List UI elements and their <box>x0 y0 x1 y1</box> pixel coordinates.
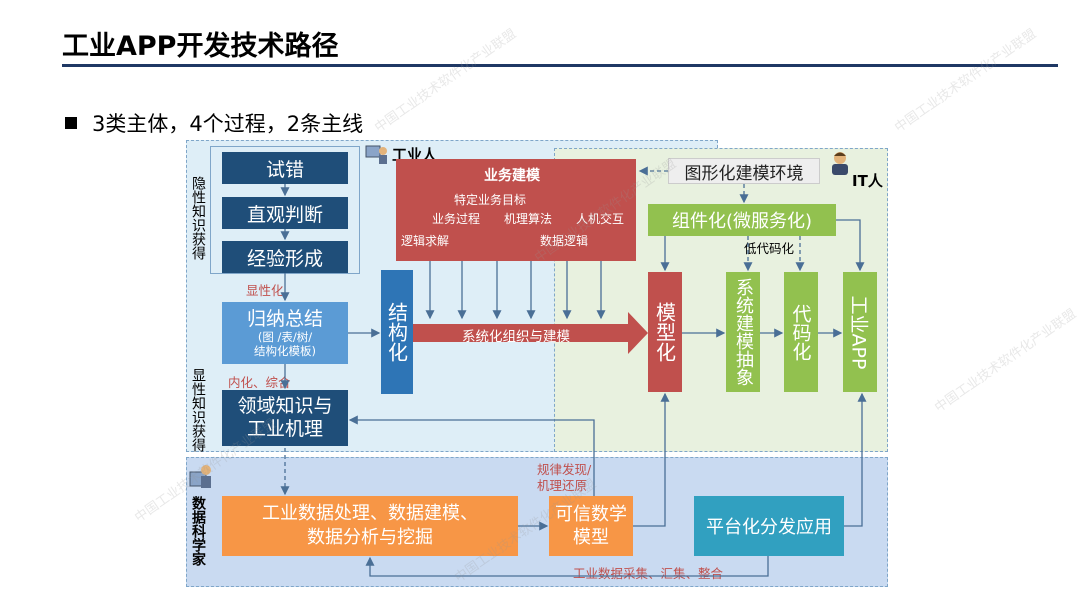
data-scientist-icon <box>189 462 213 492</box>
induce-box: 归纳总结 (图 /表/树/ 结构化模板) <box>222 302 348 364</box>
experience-box: 经验形成 <box>222 241 348 273</box>
data-processing-box: 工业数据处理、数据建模、 数据分析与挖掘 <box>222 496 518 556</box>
business-modeling-title: 业务建模 <box>484 168 540 184</box>
it-person-icon <box>828 150 852 176</box>
specific-goal-label: 特定业务目标 <box>454 193 527 207</box>
implicit-knowledge-label: 隐性知识获得 <box>190 176 206 260</box>
internalize-label: 内化、综合 <box>228 375 291 390</box>
hci-label: 人机交互 <box>576 212 625 226</box>
logic-solve-label: 逻辑求解 <box>401 234 450 248</box>
discover-label: 规律发现/ 机理还原 <box>537 462 592 493</box>
induce-title: 归纳总结 <box>246 308 323 330</box>
industrial-app-box: 工业APP <box>843 272 877 392</box>
bullet-text: 3类主体，4个过程，2条主线 <box>92 112 364 136</box>
explicit-knowledge-label: 显性知识获得 <box>190 368 206 452</box>
intuition-box: 直观判断 <box>222 197 348 229</box>
lowcode-label: 低代码化 <box>744 241 795 256</box>
systematic-arrow-label: 系统化组织与建模 <box>462 329 570 345</box>
structuring-box: 结构化 <box>381 270 413 394</box>
industrial-person-icon <box>364 143 388 165</box>
page-title: 工业APP开发技术路径 <box>62 31 339 62</box>
title-rule <box>62 64 1058 67</box>
domain-knowledge-box: 领域知识与 工业机理 <box>222 390 348 446</box>
modeling-box: 模型化 <box>648 272 682 392</box>
collect-label: 工业数据采集、汇集、整合 <box>573 566 724 581</box>
it-role-label: IT人 <box>852 172 883 190</box>
component-box: 组件化(微服务化) <box>648 204 836 236</box>
coding-box: 代码化 <box>784 272 818 392</box>
data-logic-label: 数据逻辑 <box>540 234 589 248</box>
induce-subtitle: (图 /表/树/ 结构化模板) <box>254 330 316 358</box>
graphic-env-box: 图形化建模环境 <box>668 158 820 184</box>
algorithm-label: 机理算法 <box>504 212 553 226</box>
systematic-arrow <box>413 312 648 354</box>
business-modeling-box: 业务建模 特定业务目标 业务过程 机理算法 人机交互 逻辑求解 数据逻辑 <box>396 159 636 261</box>
trusted-model-box: 可信数学 模型 <box>549 496 633 556</box>
bullet-square <box>65 117 77 129</box>
platform-box: 平台化分发应用 <box>694 496 844 556</box>
abstraction-box: 系统建模抽象 <box>726 272 760 392</box>
trial-error-box: 试错 <box>222 152 348 184</box>
data-scientist-label: 数据科学家 <box>190 496 206 566</box>
explicitize-label: 显性化 <box>246 283 284 298</box>
process-label: 业务过程 <box>432 212 481 226</box>
